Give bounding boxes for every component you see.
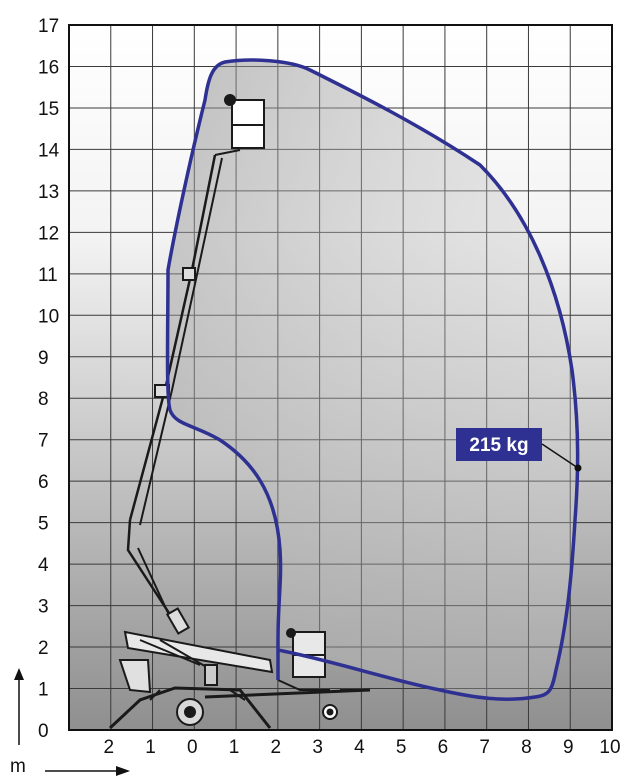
- load-label-background: [456, 428, 542, 461]
- x-tick-label: 5: [396, 737, 407, 758]
- y-tick-label: 9: [38, 348, 49, 369]
- unit-label: m: [10, 756, 26, 776]
- x-tick-label: 3: [312, 737, 323, 758]
- y-tick-label: 14: [38, 140, 60, 161]
- y-tick-label: 13: [38, 182, 59, 203]
- x-tick-label: 4: [354, 737, 365, 758]
- y-tick-label: 16: [38, 57, 59, 78]
- y-tick-label: 12: [38, 223, 59, 244]
- right-arrow-icon: [116, 766, 130, 776]
- x-tick-label: 10: [599, 737, 620, 758]
- x-tick-label: 8: [521, 737, 532, 758]
- y-tick-label: 1: [38, 680, 49, 701]
- working-envelope-fill: [167, 60, 578, 700]
- y-tick-label: 3: [38, 597, 49, 618]
- x-tick-label: 2: [103, 737, 114, 758]
- x-tick-label: 6: [438, 737, 449, 758]
- y-tick-label: 10: [38, 306, 59, 327]
- y-tick-label: 8: [38, 389, 49, 410]
- load-label-leader: [541, 443, 579, 469]
- y-tick-label: 7: [38, 431, 49, 452]
- y-tick-label: 6: [38, 472, 49, 493]
- y-tick-label: 4: [38, 555, 49, 576]
- y-tick-label: 2: [38, 638, 49, 659]
- plot-frame: [68, 24, 613, 731]
- y-tick-label: 17: [38, 16, 59, 37]
- x-tick-label: 7: [479, 737, 490, 758]
- load-label-dot: [574, 464, 582, 472]
- aerial-lift-machine: [108, 94, 371, 730]
- y-tick-label: 11: [38, 265, 58, 286]
- up-arrow-icon: [14, 668, 24, 680]
- x-tick-label: 1: [229, 737, 240, 758]
- y-tick-label: 15: [38, 99, 59, 120]
- x-tick-label: 2: [271, 737, 282, 758]
- load-label: 215 kg: [469, 435, 528, 456]
- y-tick-label: 5: [38, 514, 49, 535]
- y-tick-label: 0: [38, 721, 49, 742]
- x-tick-label: 1: [145, 737, 156, 758]
- x-tick-label: 9: [563, 737, 574, 758]
- x-tick-label: 0: [187, 737, 198, 758]
- working-envelope-outline: [165, 58, 580, 701]
